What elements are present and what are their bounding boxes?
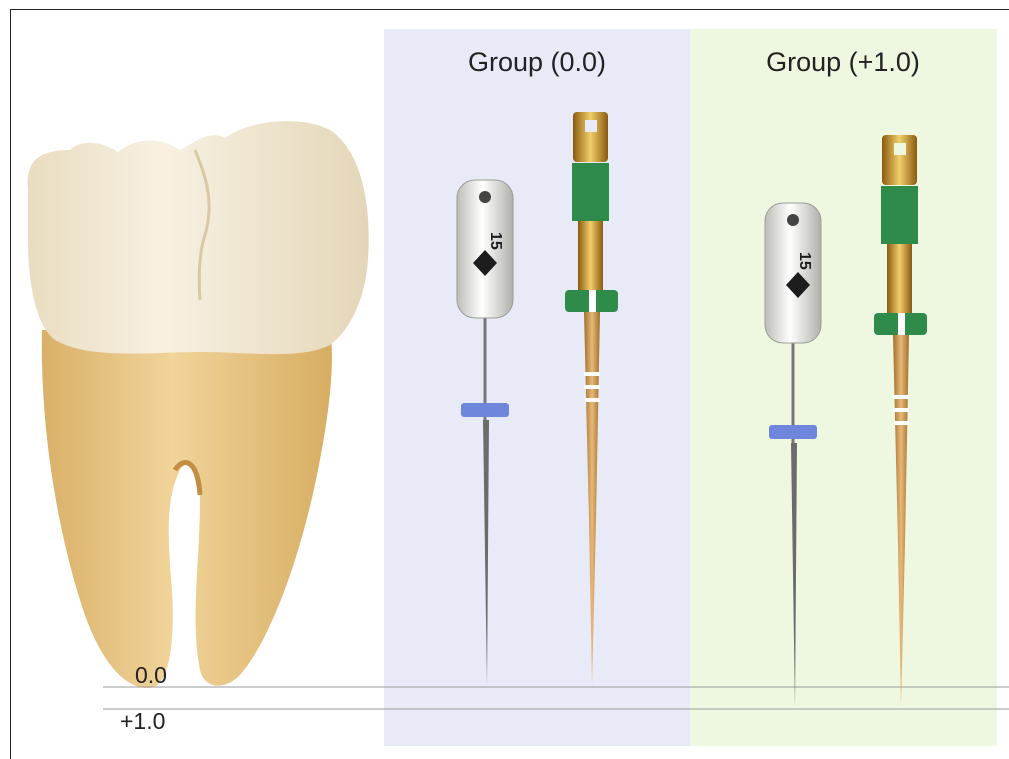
hand-file-group-1: 15 <box>765 203 821 708</box>
hand-file-size-label: 15 <box>487 232 504 250</box>
reference-line-label-0: 0.0 <box>135 662 167 689</box>
rotary-file-depth-mark-2 <box>584 385 600 389</box>
rotary-file-green-band <box>572 163 609 221</box>
hand-file-flutes <box>483 420 489 686</box>
rotary-file-shank <box>578 221 603 291</box>
rotary-file-notch <box>585 120 597 132</box>
molar-tooth-image <box>28 121 369 688</box>
hand-file-stopper <box>461 403 509 417</box>
hand-file-stopper <box>769 425 817 439</box>
rotary-file-depth-mark-3 <box>585 398 600 402</box>
reference-line-label-1: +1.0 <box>120 708 165 735</box>
hand-file-handle-hole <box>787 214 799 226</box>
rotary-file-group-0 <box>565 112 618 686</box>
rotary-file-ring-mark <box>898 313 905 335</box>
rotary-file-group-1 <box>874 135 927 708</box>
rotary-file-depth-mark-2 <box>893 408 909 412</box>
group-title-1: Group (+1.0) <box>690 47 996 78</box>
rotary-file-shank-top <box>573 112 608 162</box>
hand-file-group-0: 15 <box>457 180 513 686</box>
hand-file-flutes <box>791 443 797 708</box>
rotary-file-depth-mark-3 <box>894 421 909 425</box>
rotary-file-notch <box>894 143 906 155</box>
rotary-file-blade <box>584 312 600 686</box>
hand-file-handle-hole <box>479 191 491 203</box>
rotary-file-depth-mark-1 <box>584 372 600 376</box>
rotary-file-depth-mark-1 <box>893 395 909 399</box>
hand-file-size-label: 15 <box>796 252 813 270</box>
rotary-file-shank-top <box>882 135 917 185</box>
rotary-file-shank <box>887 244 912 314</box>
rotary-file-ring-mark <box>589 290 596 312</box>
group-title-0: Group (0.0) <box>384 47 690 78</box>
rotary-file-green-band <box>881 186 918 244</box>
tooth-root <box>42 330 332 688</box>
rotary-file-blade <box>893 335 909 708</box>
